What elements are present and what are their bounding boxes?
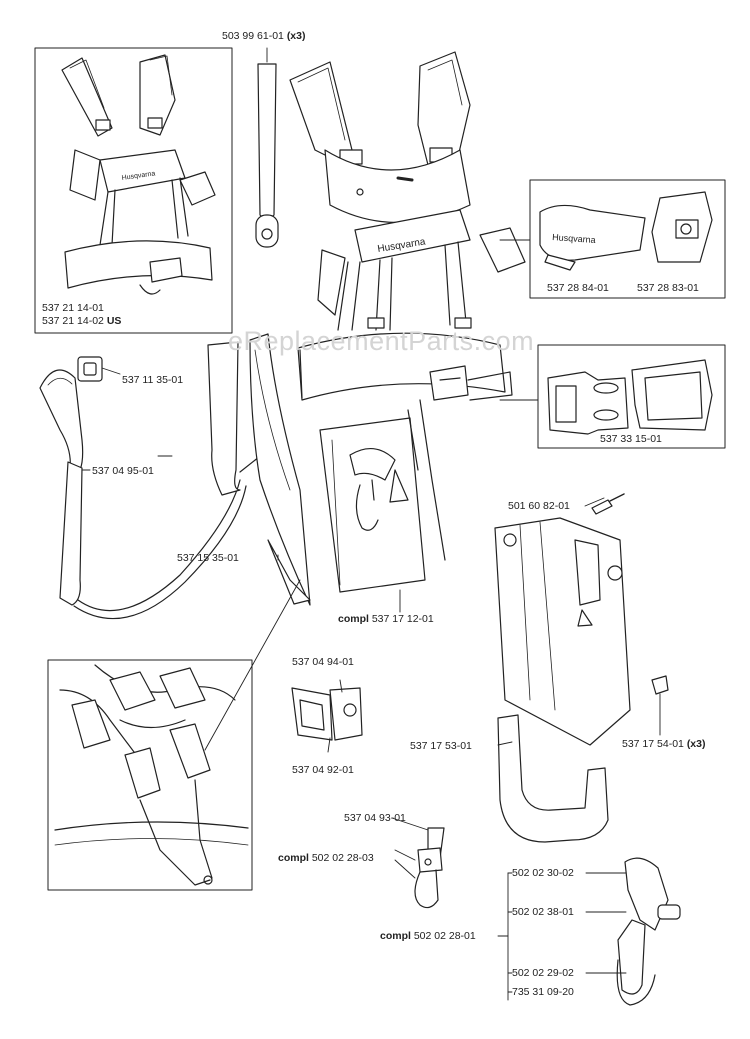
svg-text:Husqvarna: Husqvarna [552, 232, 596, 245]
inset-worn-detail [47, 659, 253, 891]
part-label-501608201: 501 60 82-01 [508, 500, 570, 512]
part-label-537211402: 537 21 14-02 US [42, 315, 122, 327]
part-label-537049301: 537 04 93-01 [344, 812, 406, 824]
part-label-502022902: 502 02 29-02 [512, 967, 574, 979]
u-frame-part [497, 714, 609, 843]
main-harness-drawing: Husqvarna [289, 51, 526, 593]
clip-assembly [291, 679, 363, 753]
part-label-537049501: 537 04 95-01 [92, 465, 154, 477]
part-label-537175401: 537 17 54-01 (x3) [622, 738, 706, 750]
part-label-537288301: 537 28 83-01 [637, 282, 699, 294]
part-label-537175301: 537 17 53-01 [410, 740, 472, 752]
part-label-537049201: 537 04 92-01 [292, 764, 354, 776]
part-label-537211401: 537 21 14-01 [42, 302, 104, 314]
part-label-537331501: 537 33 15-01 [600, 433, 662, 445]
watermark-text: eReplacementParts.com [228, 326, 535, 356]
part-label-502022803: compl 502 02 28-03 [278, 852, 374, 864]
inset-buckle-set [499, 344, 726, 449]
inset-small-harness: Husqvarna [34, 47, 233, 334]
holster-cover [494, 517, 669, 746]
part-label-537288401: 537 28 84-01 [547, 282, 609, 294]
hip-pad-and-clip [39, 356, 247, 620]
part-label-537049401: 537 04 94-01 [292, 656, 354, 668]
part-label-503996101: 503 99 61-01 (x3) [222, 30, 306, 42]
inset-chest-logo: Husqvarna [121, 170, 156, 182]
rivet-part [584, 493, 625, 515]
part-label-537171201: compl 537 17 12-01 [338, 613, 434, 625]
strap-tube-part [255, 47, 279, 248]
large-hook-assembly [497, 857, 681, 1006]
part-label-537113501: 537 11 35-01 [122, 374, 184, 386]
part-label-502023002: 502 02 30-02 [512, 867, 574, 879]
part-label-537153501: 537 15 35-01 [177, 552, 239, 564]
inset-pads: Husqvarna [499, 179, 726, 299]
svg-text:Husqvarna: Husqvarna [121, 170, 156, 182]
part-label-735310920: 735 31 09-20 [512, 986, 574, 998]
part-label-502022801: compl 502 02 28-01 [380, 930, 476, 942]
part-label-502023801: 502 02 38-01 [512, 906, 574, 918]
small-hook-part [391, 817, 445, 909]
long-strap-pieces [204, 333, 311, 751]
